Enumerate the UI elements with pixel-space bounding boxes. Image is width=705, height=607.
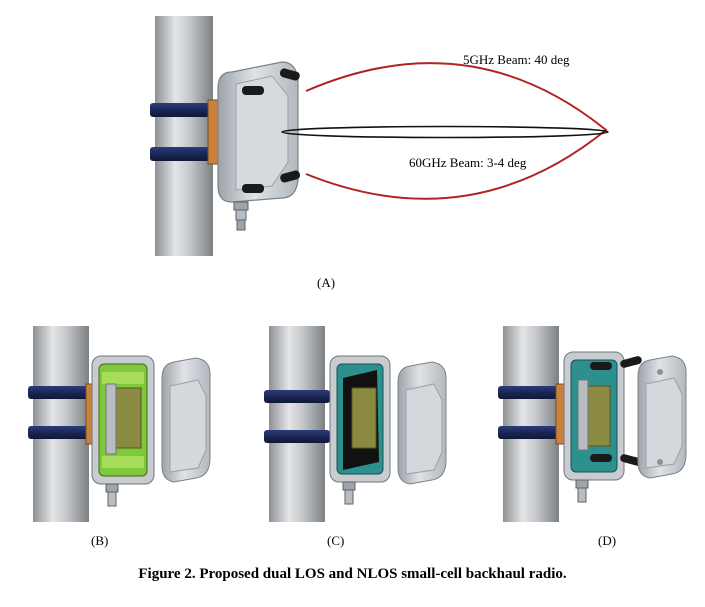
panel-a-illustration xyxy=(150,16,609,256)
strap xyxy=(498,426,564,439)
strap xyxy=(28,386,94,399)
strap xyxy=(150,147,218,161)
panel-c-illustration xyxy=(264,326,447,522)
beam-5ghz xyxy=(305,62,608,200)
antenna-stub xyxy=(280,170,301,183)
strap xyxy=(28,426,94,439)
panel-d-illustration xyxy=(498,326,687,522)
pole xyxy=(33,326,89,522)
antenna-stub xyxy=(590,454,612,462)
panel-d-label: (D) xyxy=(598,533,617,548)
panel-b-illustration xyxy=(28,326,211,522)
antenna-stub xyxy=(279,68,300,81)
beam-60ghz-label: 60GHz Beam: 3-4 deg xyxy=(409,155,527,170)
panel-c-label: (C) xyxy=(327,533,345,548)
pole xyxy=(503,326,559,522)
cable-connector xyxy=(105,483,119,493)
antenna-patch xyxy=(585,385,611,447)
figure-caption: Figure 2. Proposed dual LOS and NLOS sma… xyxy=(138,566,567,582)
pole xyxy=(269,326,325,522)
beam-60ghz xyxy=(281,125,609,139)
cable-connector xyxy=(342,481,356,491)
antenna-stub xyxy=(242,86,264,95)
strap xyxy=(264,390,330,403)
antenna-patch xyxy=(112,387,142,449)
strap xyxy=(150,103,218,117)
cable-connector xyxy=(233,201,249,211)
strap xyxy=(498,386,564,399)
pole xyxy=(155,16,213,256)
antenna-stub xyxy=(620,356,642,368)
strap xyxy=(264,430,330,443)
antenna-patch xyxy=(351,387,377,449)
cable-connector xyxy=(575,479,589,489)
panel-a-label: (A) xyxy=(317,275,336,290)
antenna-stub xyxy=(620,454,642,466)
antenna-stub xyxy=(242,184,264,193)
antenna-stub xyxy=(590,362,612,370)
panel-b-label: (B) xyxy=(91,533,109,548)
beam-5ghz-label: 5GHz Beam: 40 deg xyxy=(463,52,570,67)
